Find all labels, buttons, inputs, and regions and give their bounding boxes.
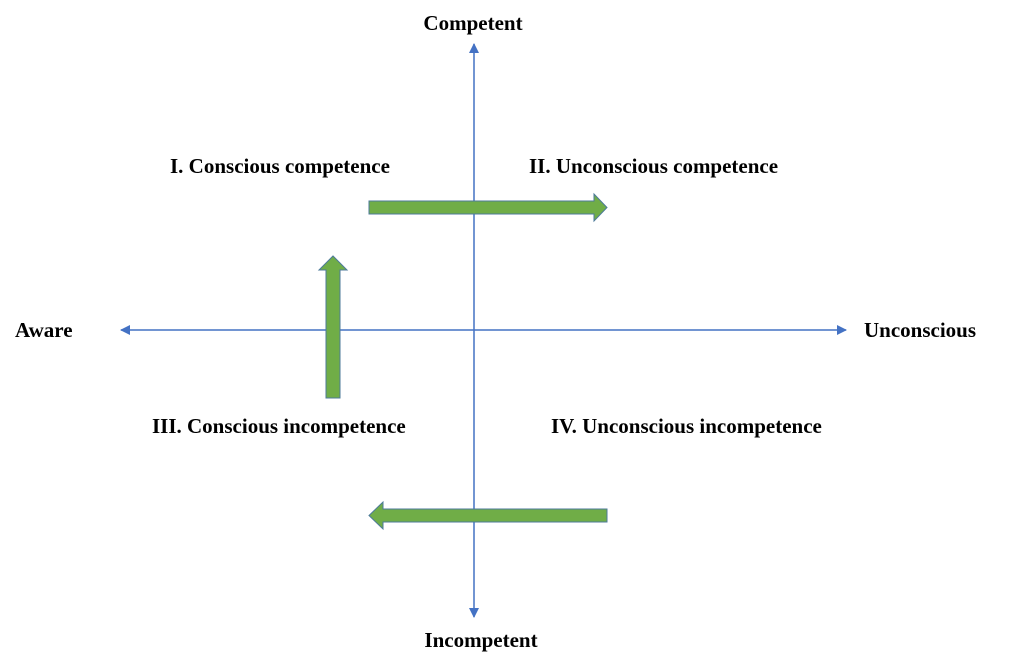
quadrant-label-unconscious-incompetence: IV. Unconscious incompetence (551, 414, 822, 438)
arrow-up-icon (317, 255, 349, 399)
quadrant-label-conscious-competence: I. Conscious competence (170, 154, 390, 178)
quadrant-label-unconscious-competence: II. Unconscious competence (529, 154, 779, 178)
axis-label-top: Competent (423, 11, 523, 35)
arrow-right-icon (368, 192, 608, 223)
quadrant-label-conscious-incompetence: III. Conscious incompetence (152, 414, 406, 438)
axis-label-right: Unconscious (864, 318, 977, 342)
axis-label-left: Aware (15, 318, 73, 342)
axis-label-bottom: Incompetent (424, 628, 538, 652)
arrow-left-icon (368, 500, 608, 531)
